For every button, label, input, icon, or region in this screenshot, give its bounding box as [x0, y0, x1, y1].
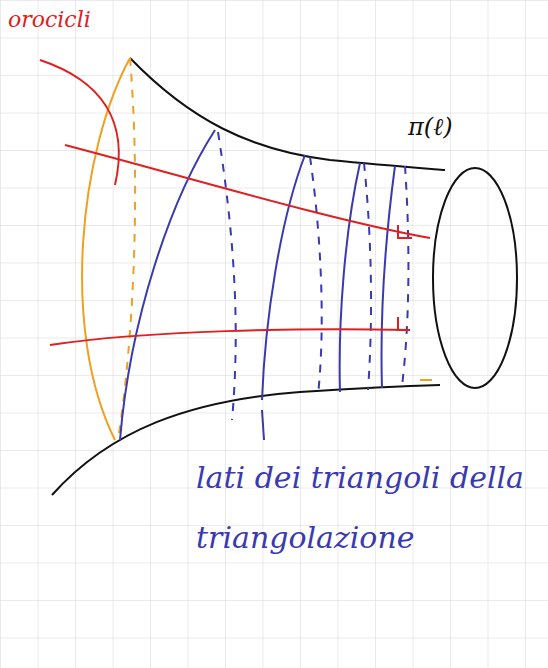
geodesics: [40, 60, 430, 345]
leader-line: [262, 410, 264, 440]
annotation-label: orocicli: [8, 6, 138, 34]
annotation-note: lati dei triangoli della triangolazione: [196, 448, 536, 568]
horocycle-mark: [420, 379, 432, 381]
surface-outline: [130, 58, 445, 170]
triangulation-edges: [120, 130, 408, 440]
horocycle: [82, 58, 130, 440]
boundary-circle: [433, 168, 517, 388]
annotation-label: π(ℓ): [408, 112, 518, 142]
